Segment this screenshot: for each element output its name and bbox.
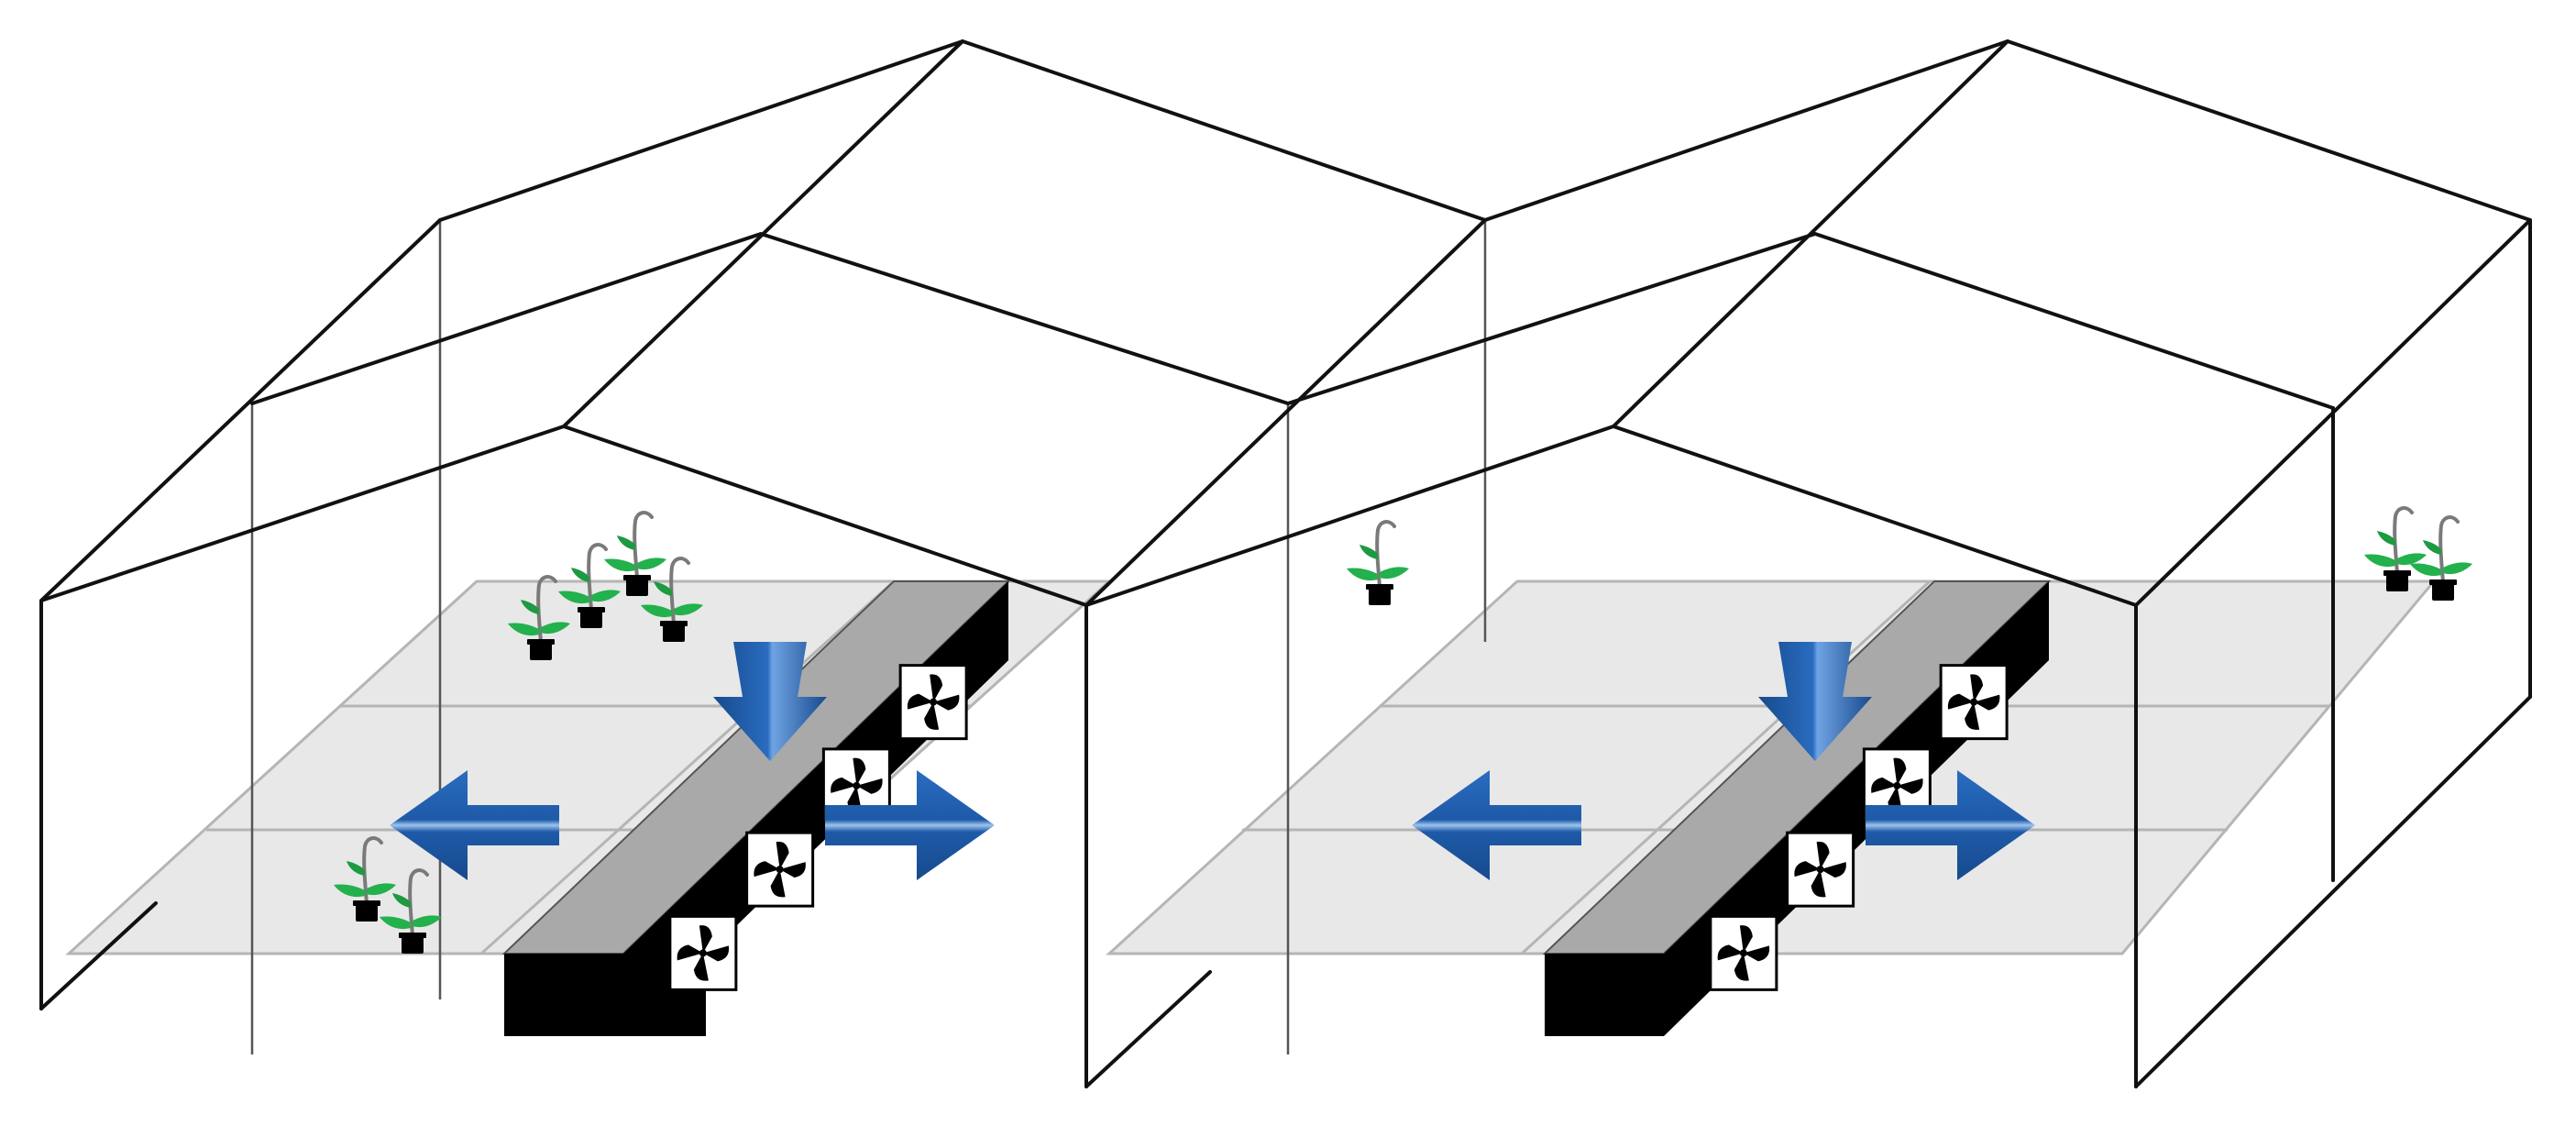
fan-icon — [1709, 914, 1778, 991]
fan-icon — [668, 914, 738, 991]
fan-icon — [898, 664, 968, 741]
fan-icon — [745, 831, 815, 908]
greenhouse-frame — [39, 39, 2532, 1088]
greenhouse-frame-back — [250, 220, 1487, 1054]
potted-plant-icon — [1345, 520, 1411, 607]
potted-plant-icon — [2362, 506, 2428, 593]
fan-icon — [1786, 831, 1855, 908]
fan-icon — [1939, 664, 2009, 741]
